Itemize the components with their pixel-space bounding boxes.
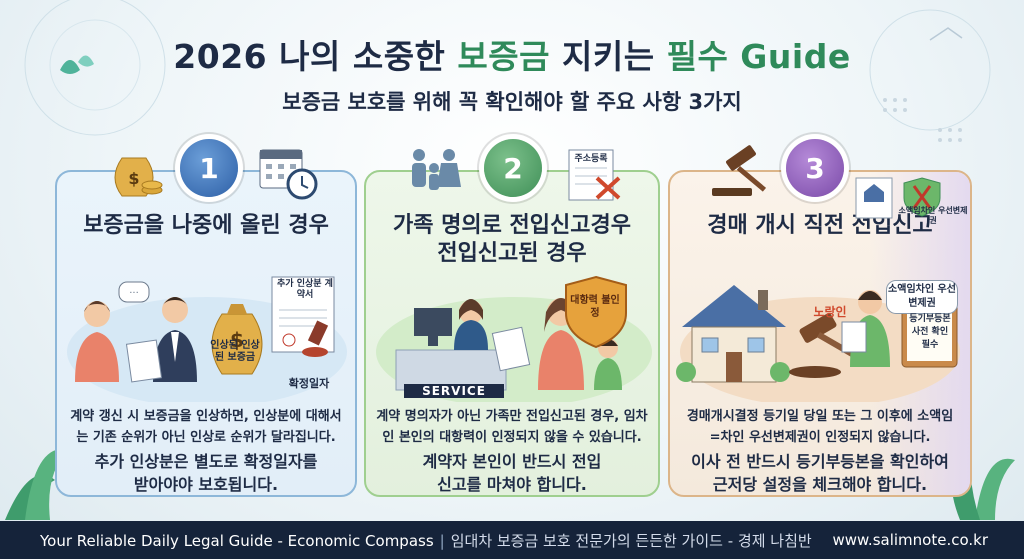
footer-website-link[interactable]: www.salimnote.co.kr [832,531,989,549]
card-2: 가족 명의로 전입신고경우 전입신고된 경우 SERVICE 대항력 불인정 계… [364,170,660,497]
card-2-heading-line1: 가족 명의로 전입신고경우 [393,213,631,238]
card-2-note: 계약자 본인이 반드시 전입신고를 마쳐야 합니다. [422,452,602,494]
svg-text:···: ··· [129,288,139,299]
document-house-icon [855,177,941,219]
card-3: 경매 개시 직전 전입신고 소액임차인 우선변제권 소액임차인 우선변제권 노랑… [668,170,972,497]
footer-separator: | [439,531,445,550]
footer-tagline-en: Your Reliable Daily Legal Guide - Econom… [40,531,434,550]
title-highlight: 필수 [666,37,729,76]
step-1-badge: 1 [180,139,238,197]
title-highlight: Guide [728,37,851,76]
date-stamp-label: 확정일자 [288,377,330,390]
title-text: 지키는 [550,37,667,76]
card-1-illustration: ··· $ [67,276,347,402]
auction-label: 노랑인 [813,305,847,319]
footer-bar: Your Reliable Daily Legal Guide - Econom… [0,521,1024,559]
svg-text:$: $ [128,169,139,188]
money-bag-label: 인상된 인상된 보증금 [210,340,260,363]
title-text: 2026 나의 소중한 [173,37,458,76]
footer-tagline-kr: 임대차 보증금 보호 전문가의 든든한 가이드 - 경제 나침반 [450,531,812,550]
card-1-body: 계약 갱신 시 보증금을 인상하면, 인상분에 대해서는 기존 순위가 아닌 인… [70,409,342,445]
address-form-label: 주소등록 [574,154,608,164]
gavel-icon [712,145,767,196]
svg-text:$: $ [230,328,244,352]
card-2-heading-line2: 전입신고된 경우 [437,241,587,266]
card-1-note: 추가 인상분은 별도로 확정일자를 받아야야 보호됩니다. [94,452,318,494]
calendar-clock-icon [259,149,318,200]
family-icon [412,149,461,190]
registry-board-label: 등기부등본 사전 확인 필수 [909,314,951,350]
card-2-illustration [376,275,652,402]
step-3-badge: 3 [786,139,844,197]
footer-left: Your Reliable Daily Legal Guide - Econom… [40,530,812,551]
contract-label: 추가 인상분 계약서 [277,279,333,300]
card-3-body: 경매개시결정 등기일 당일 또는 그 이후에 소액임=차인 우선변제권이 인정되… [686,409,954,445]
money-bag-icon: $ [114,157,163,197]
card-3-heading: 경매 개시 직전 전입신고 [707,213,933,238]
top-sign-label: 소액임차인 우선변제권 [898,206,968,225]
card-3-illustration [676,285,960,402]
address-form-icon [568,149,621,201]
title-highlight: 보증금 [457,37,551,76]
service-desk-sign: SERVICE [404,384,504,398]
step-2-badge: 2 [484,139,542,197]
shield-icon: 대항력 불인정 [570,295,620,319]
card-1: 보증금을 나중에 올린 경우 ··· $ 추가 인상분 계약서 인상된 인상된 … [55,170,357,497]
page-subtitle: 보증금 보호를 위해 꼭 확인해야 할 주요 사항 3가지 [282,90,742,114]
speech-bubble: 소액임차인 우선변제권 [886,280,958,314]
card-1-heading: 보증금을 나중에 올린 경우 [83,213,329,238]
card-3-note: 이사 전 반드시 등기부등본을 확인하여 근저당 설정을 체크해야 합니다. [691,452,949,494]
card-2-body: 계약 명의자가 아닌 가족만 전입신고된 경우, 임차인 본인의 대항력이 인정… [376,409,648,445]
page-title: 2026 나의 소중한 보증금 지키는 필수 Guide [0,30,1024,78]
